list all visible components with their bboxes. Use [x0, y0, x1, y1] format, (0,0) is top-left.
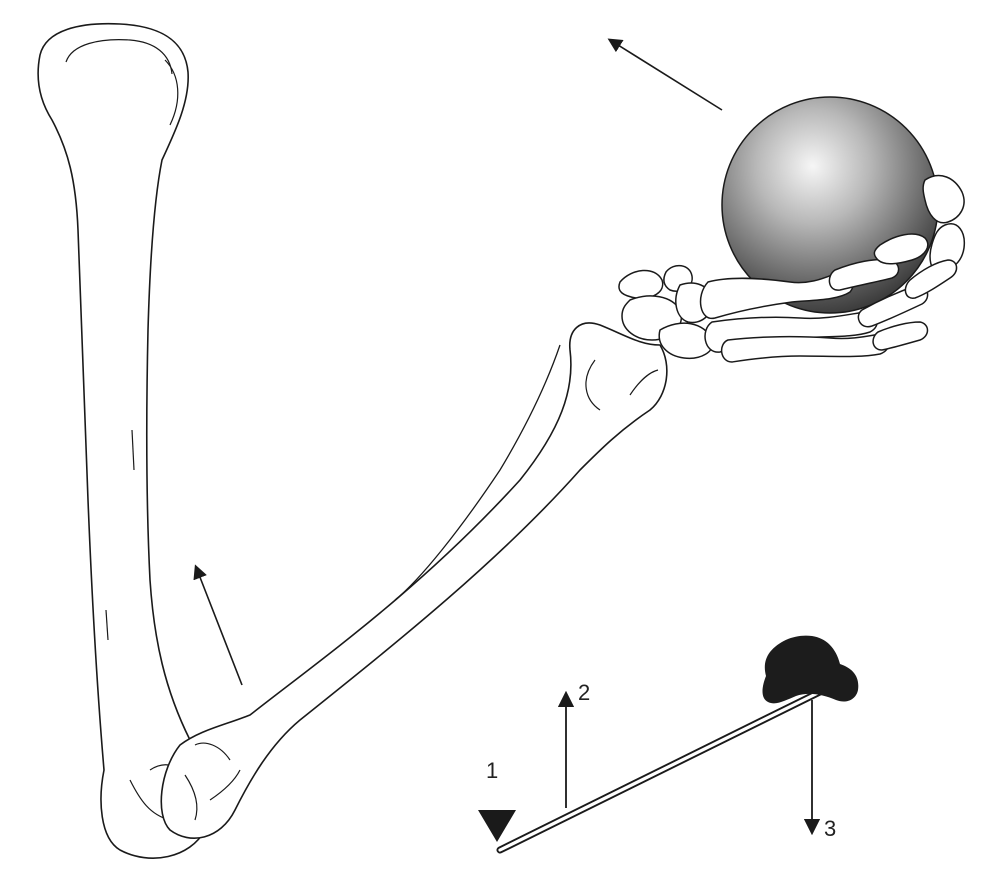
fulcrum-triangle-icon — [478, 810, 516, 842]
load-label: 3 — [824, 816, 837, 841]
lever-bar — [496, 682, 836, 854]
ball-motion-arrow — [607, 38, 723, 111]
humerus-bone — [37, 22, 213, 859]
hand-bones — [618, 174, 966, 363]
effort-label: 2 — [578, 680, 591, 705]
forearm-bones — [160, 322, 668, 839]
weight-block-icon — [762, 635, 859, 704]
muscle-force-arrow — [193, 564, 243, 686]
lever-schematic — [478, 635, 859, 854]
fulcrum-label: 1 — [486, 758, 499, 783]
